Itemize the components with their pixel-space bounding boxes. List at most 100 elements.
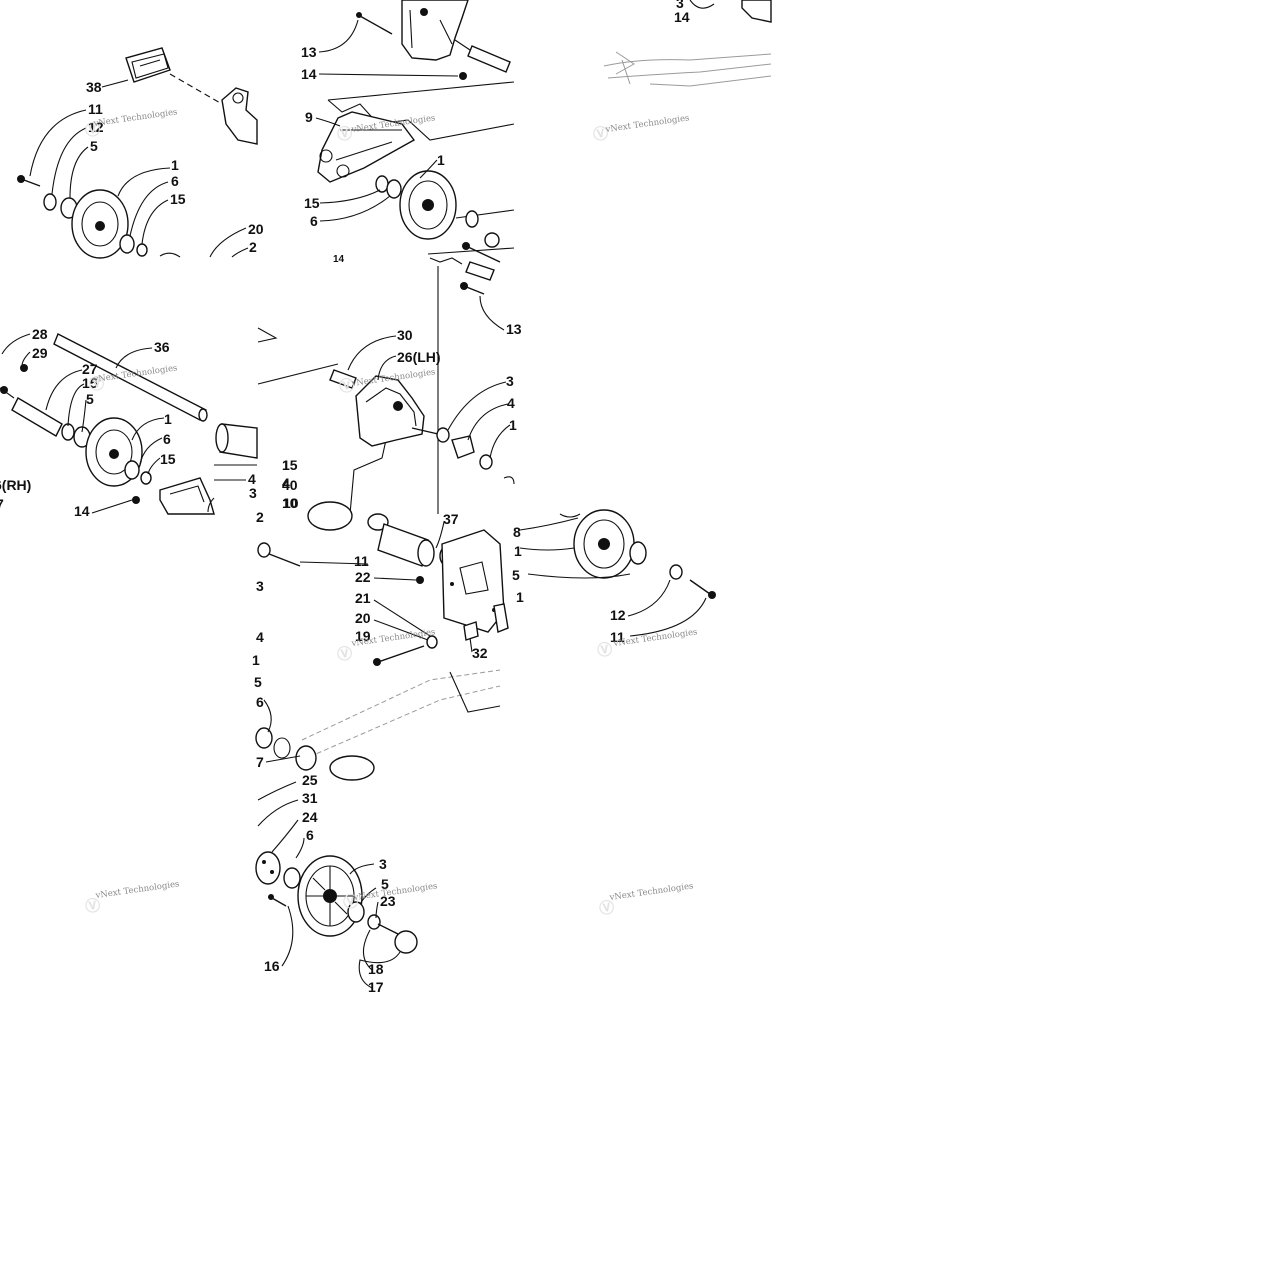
watermark-text: vNext Technologies [608,881,694,903]
callout-label: 14 [74,503,90,519]
svg-text:Ⓥ: Ⓥ [592,124,609,144]
svg-text:Ⓥ: Ⓥ [84,120,101,140]
watermark-text: vNext Technologies [612,627,698,649]
callout-label: 5 [86,391,94,407]
plate-part [441,529,505,633]
callout-label: 11 [610,629,625,645]
callout-label: 5 [254,674,262,690]
callout-label: 6 [171,173,179,189]
callout-label: 4 [282,475,290,491]
callout-label: 11 [354,553,369,569]
svg-text:Ⓥ: Ⓥ [84,896,101,916]
callout-label: 24 [302,809,318,825]
callout-label: 11 [88,101,103,117]
cap-part [394,930,418,954]
pin-part [329,369,357,389]
callout-label: 1 [282,457,290,473]
callout-label: 1 [252,652,260,668]
callout-label: 25 [302,772,318,788]
callout-label: 12 [88,119,104,135]
watermark-text: vNext Technologies [604,113,690,135]
diagram-tile-bottom-center: 37 10 2 11 22 21 20 19 32 5 1 1 8 3 4 1 … [252,495,524,781]
callout-label: 20 [248,221,264,237]
callout-label: 6(RH) [0,477,31,493]
svg-text:Ⓥ: Ⓥ [598,898,615,918]
diagram-tile-top-right: 3 14 Ⓥ vNext Technologies [592,0,772,144]
callout-label: 15 [160,451,176,467]
callout-label: 1 [514,543,522,559]
diagram-tile-top-center: 13 14 9 1 15 6 14 Ⓥ vNext Technologies [301,0,515,265]
svg-text:Ⓥ: Ⓥ [336,124,353,144]
diagram-tile-top-left: 38 11 12 5 1 6 15 20 2 Ⓥ vNext Technolog… [17,47,264,259]
watermark-tile-lower-right: Ⓥ vNext Technologies [598,881,694,918]
callout-label: 15 [82,375,98,391]
callout-label: 15 [282,457,298,473]
shaft-part [467,45,511,73]
callout-label: 6 [163,431,171,447]
callout-label: 31 [302,790,318,806]
callout-label: 27 [82,361,98,377]
callout-label: 5 [90,138,98,154]
callout-label: 30 [397,327,413,343]
diagram-tile-lower-center: 25 31 24 6 3 5 23 16 18 17 Ⓥ vNext Techn… [255,772,438,995]
callout-label: 3 [256,578,264,594]
callout-label: 17 [368,979,384,995]
callout-label: 7 [256,754,264,770]
svg-text:Ⓥ: Ⓥ [336,644,353,664]
callout-label: 6 [306,827,314,843]
callout-label: 3 [379,856,387,872]
callout-label: 16 [264,958,280,974]
callout-label: 8 [513,524,521,540]
spacer-part [377,523,429,567]
callout-label: 13 [506,321,522,337]
callout-label: 14 [301,66,317,82]
watermark-text: vNext Technologies [94,879,180,901]
callout-label: 15 [304,195,320,211]
callout-label: 10 [283,495,299,511]
callout-label: 2 [256,509,264,525]
watermark-text: vNext Technologies [92,107,178,129]
diagram-tile-middle-left: 28 29 36 27 15 5 1 6 15 6(RH) 7 14 1 4 4… [0,326,298,519]
bracket-part [401,0,469,61]
callout-label: 40 [282,477,298,493]
callout-label: 32 [472,645,488,661]
callout-label: 4 [507,395,515,411]
watermark-tile-lower-left: Ⓥ vNext Technologies [84,879,180,916]
callout-label: 5 [381,876,389,892]
callout-label: 36 [154,339,170,355]
callout-label: 3 [249,485,257,501]
callout-label: 20 [355,610,371,626]
callout-label: 4 [256,629,264,645]
callout-label: 38 [86,79,102,95]
callout-label: 28 [32,326,48,342]
svg-text:Ⓥ: Ⓥ [338,376,355,396]
svg-text:Ⓥ: Ⓥ [342,892,359,912]
callout-label: 15 [170,191,186,207]
callout-label: 14 [674,9,690,25]
callout-label: 1 [516,589,524,605]
callout-label: 22 [355,569,371,585]
callout-label: 14 [333,254,345,265]
callout-label: 4 [248,471,256,487]
callout-label: 18 [368,961,384,977]
callout-label: 13 [301,44,317,60]
svg-text:Ⓥ: Ⓥ [596,640,613,660]
callout-label: 37 [443,511,459,527]
callout-label: 6 [310,213,318,229]
callout-label: 1 [509,417,517,433]
callout-label: 2 [249,239,257,255]
callout-label: 1 [164,411,172,427]
callout-label: 26(LH) [397,349,441,365]
callout-label: 7 [0,496,4,512]
callout-label: 3 [676,0,684,11]
callout-label: 10 [282,495,298,511]
callout-label: 5 [512,567,520,583]
diagram-tile-middle-center: 30 26(LH) 3 4 1 15 4 3 10 13 Ⓥ vNext Tec… [249,257,522,515]
svg-text:Ⓥ: Ⓥ [88,374,105,394]
callout-label: 3 [506,373,514,389]
callout-label: 12 [610,607,626,623]
callout-label: 1 [171,157,179,173]
callout-label: 19 [355,628,371,644]
diagram-tile-bottom-right: 12 11 Ⓥ vNext Technologies [519,509,716,660]
